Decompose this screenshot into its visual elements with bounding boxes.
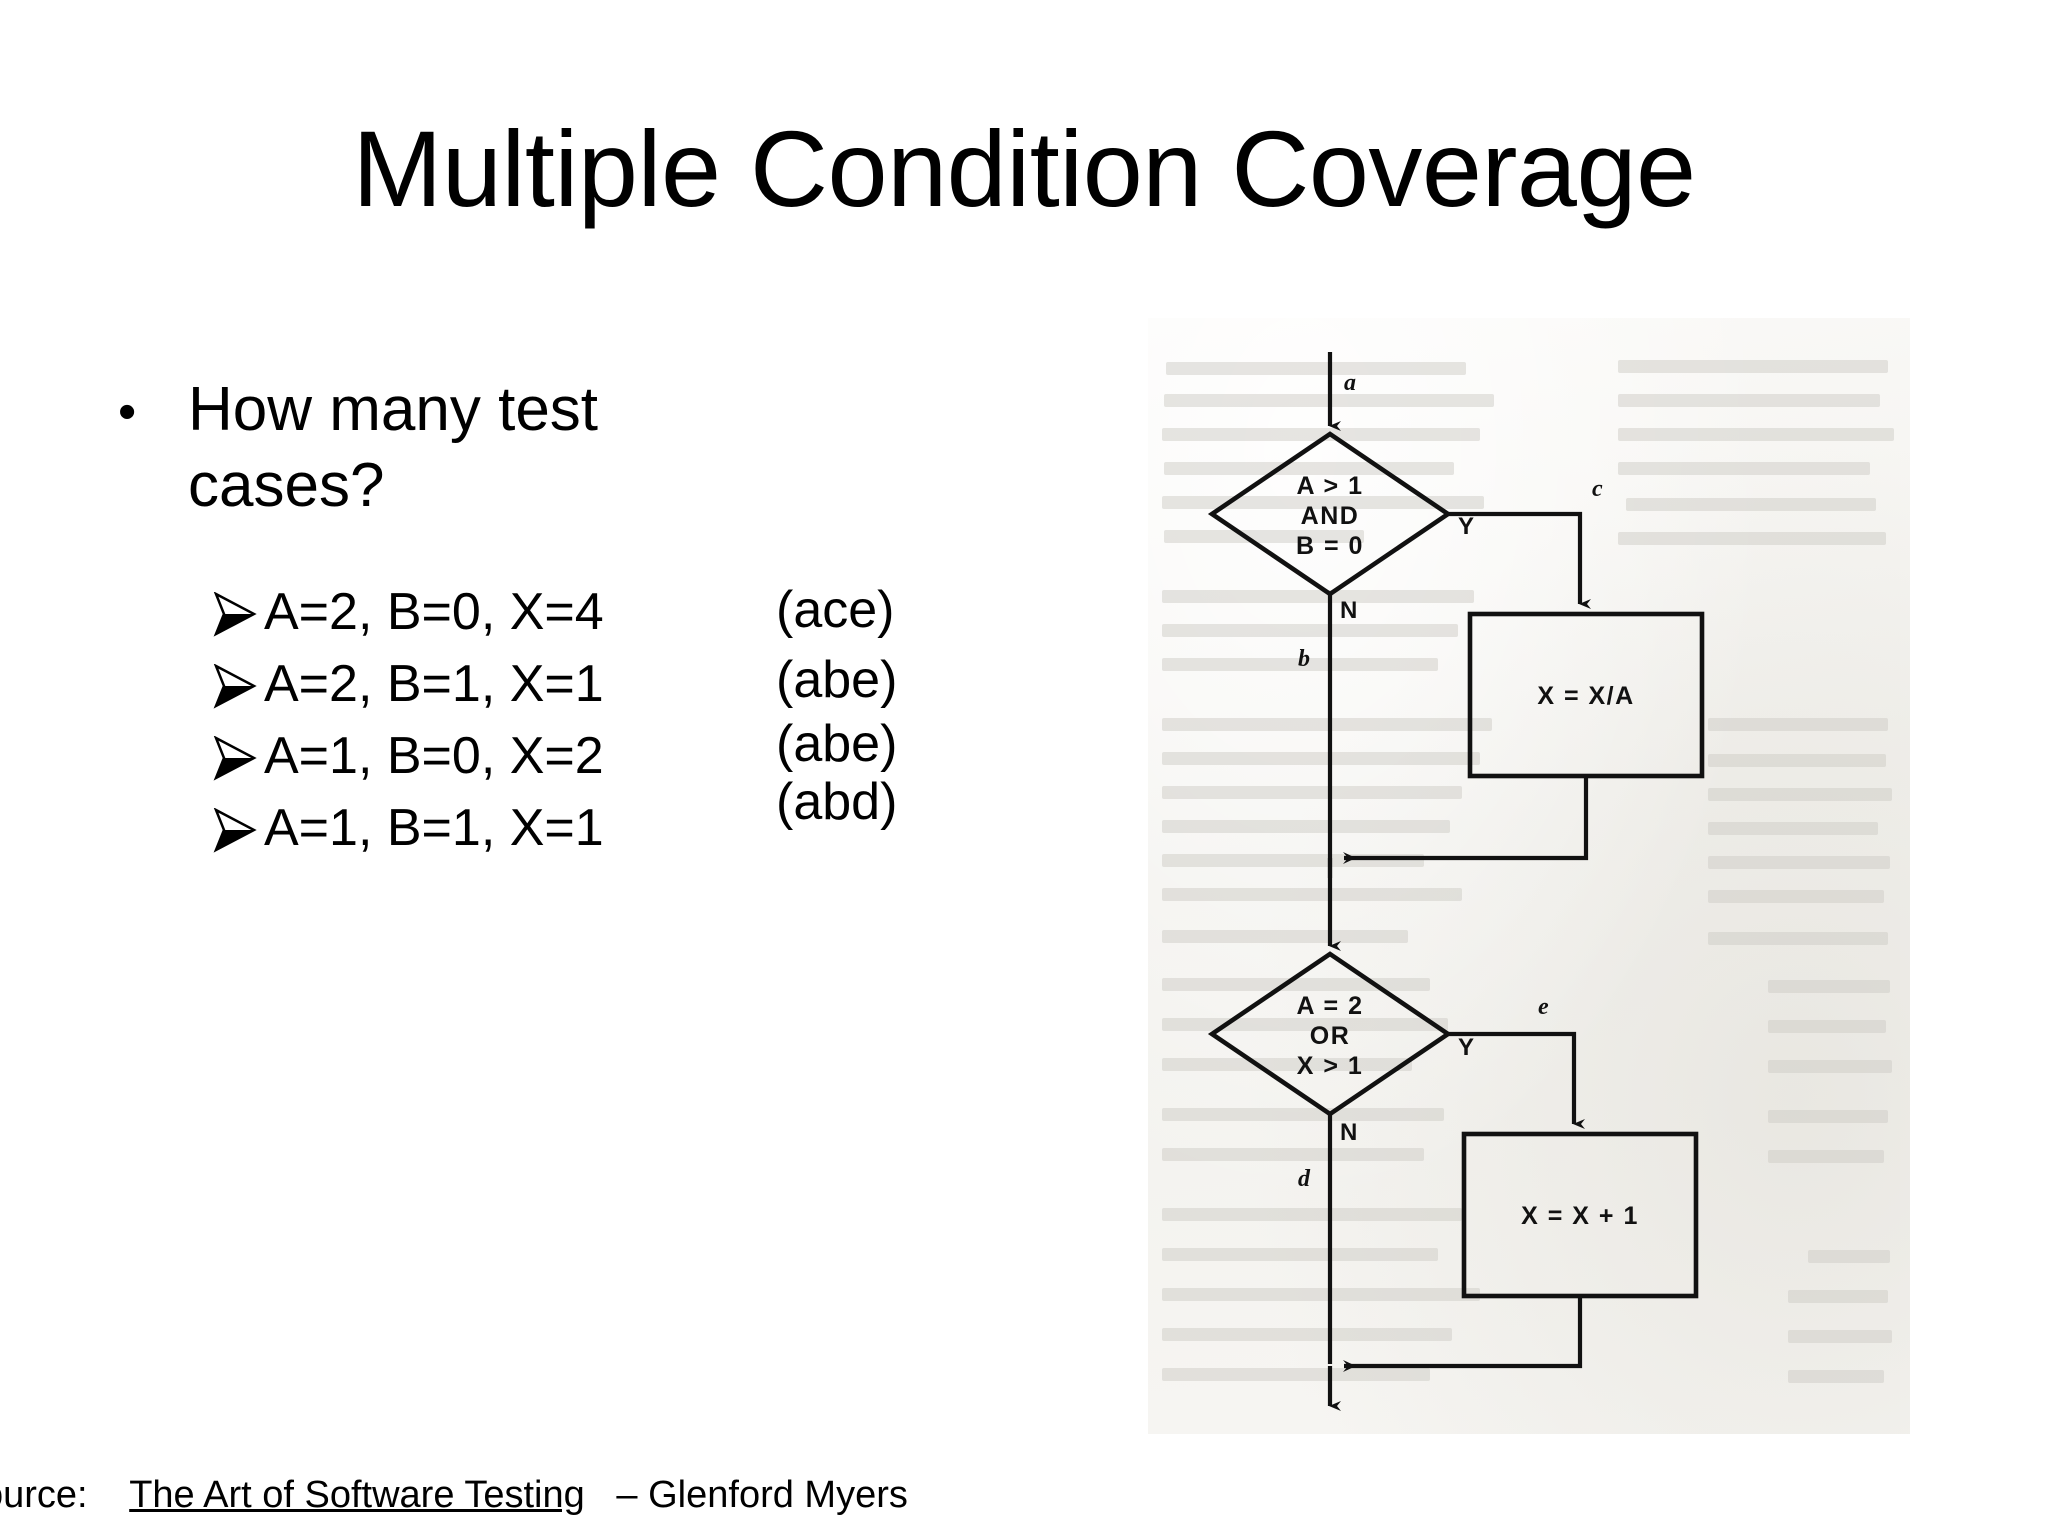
- test-case-inputs: A=1, B=1, X=1: [264, 799, 604, 857]
- decision2-line1: A = 2: [1296, 992, 1363, 1020]
- test-case-list: A=2, B=0, X=4 (ace) A=2, B=1, X=1 (abe) …: [212, 581, 1052, 874]
- arrowhead-bullet-icon: [213, 592, 257, 637]
- test-case-path: (abd): [776, 773, 898, 831]
- edge-label-b: b: [1298, 646, 1310, 672]
- decision1-yes-label: Y: [1458, 513, 1474, 540]
- edge-label-c: c: [1592, 476, 1603, 502]
- list-item: A=2, B=1, X=1 (abe): [212, 654, 1052, 730]
- test-case-path: (abe): [776, 651, 898, 709]
- body-content: • How many test cases?: [118, 372, 1018, 523]
- edge-label-a: a: [1344, 370, 1356, 396]
- edge-label-d: d: [1298, 1166, 1311, 1192]
- source-author: – Glenford Myers: [616, 1474, 908, 1516]
- bullet-item-question: • How many test cases?: [118, 372, 1018, 523]
- test-case-path: (ace): [776, 581, 895, 639]
- list-item: A=2, B=0, X=4 (ace): [212, 581, 1052, 658]
- decision2-no-label: N: [1340, 1119, 1357, 1146]
- list-item: A=1, B=0, X=2 (abe): [212, 718, 1052, 802]
- page-title: Multiple Condition Coverage: [352, 108, 1696, 229]
- test-case-inputs: A=2, B=0, X=4: [264, 583, 604, 641]
- flowchart-diagram: A > 1 AND B = 0 X = X/A A = 2 OR X > 1 X…: [1207, 352, 1705, 1411]
- list-item: A=1, B=1, X=1 (abd): [212, 776, 1052, 874]
- bullet-label-question: How many test cases?: [188, 375, 599, 520]
- source-citation: ource: The Art of Software Testing – Gle…: [0, 1476, 908, 1514]
- test-case-inputs: A=2, B=1, X=1: [264, 655, 604, 713]
- edge-label-e: e: [1538, 994, 1549, 1020]
- process2-label: X = X + 1: [1521, 1202, 1639, 1230]
- decision2-line2: OR: [1310, 1022, 1351, 1050]
- bullet-dot-icon: •: [118, 383, 137, 441]
- source-work-title: The Art of Software Testing: [129, 1474, 585, 1516]
- decision1-line1: A > 1: [1296, 472, 1363, 500]
- decision2-line3: X > 1: [1297, 1052, 1364, 1080]
- decision1-no-label: N: [1340, 597, 1357, 624]
- source-label: ource:: [0, 1474, 88, 1516]
- arrowhead-bullet-icon: [213, 736, 257, 781]
- test-case-inputs: A=1, B=0, X=2: [264, 727, 604, 785]
- process1-label: X = X/A: [1537, 682, 1634, 710]
- flowchart-figure-scan: A > 1 AND B = 0 X = X/A A = 2 OR X > 1 X…: [1148, 318, 1910, 1434]
- decision1-line2: AND: [1301, 502, 1360, 530]
- arrowhead-bullet-icon: [213, 808, 257, 853]
- arrowhead-bullet-icon: [213, 664, 257, 709]
- decision1-line3: B = 0: [1296, 532, 1364, 560]
- test-case-path: (abe): [776, 715, 898, 773]
- decision2-yes-label: Y: [1458, 1034, 1474, 1061]
